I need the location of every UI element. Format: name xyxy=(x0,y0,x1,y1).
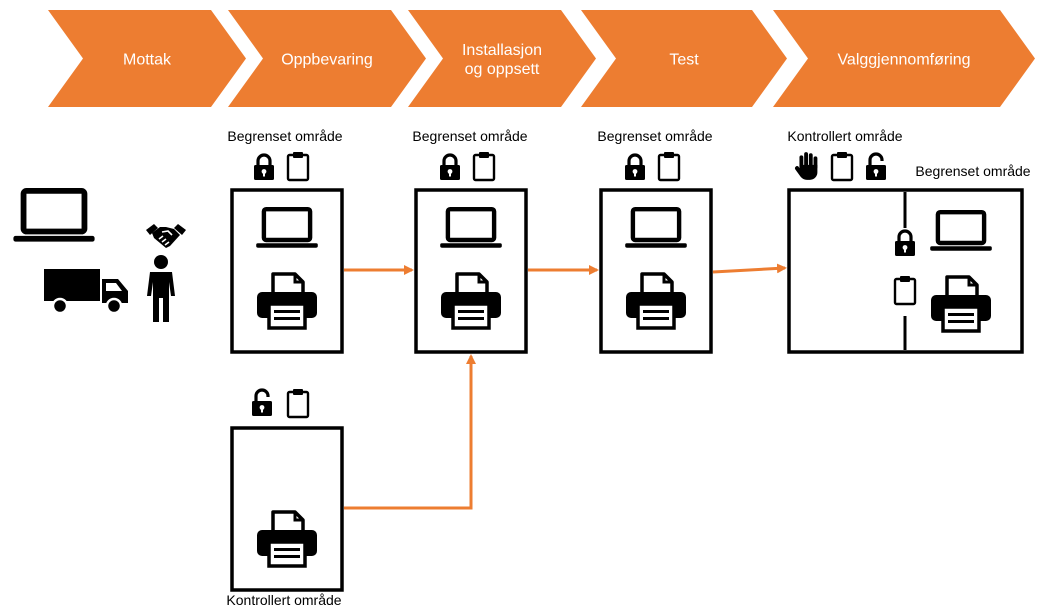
stage-label: Oppbevaring xyxy=(281,52,373,69)
lock-closed-icon xyxy=(252,153,276,182)
clipboard-icon xyxy=(286,387,310,419)
clipboard-icon xyxy=(830,150,854,182)
person-icon xyxy=(147,255,175,322)
lock-open-icon xyxy=(864,152,888,182)
area-label-install: Begrenset område xyxy=(412,128,527,144)
flow-arrow xyxy=(712,263,787,274)
flow-arrow xyxy=(344,354,476,510)
stage-chevron: Mottak xyxy=(48,10,246,107)
stage-label: Test xyxy=(669,52,699,69)
clipboard-icon xyxy=(657,150,681,182)
stage-label: og oppsett xyxy=(465,61,540,78)
area-label-storage: Begrenset område xyxy=(227,128,342,144)
stage-label: Valggjennomføring xyxy=(837,52,970,69)
hand-stop-icon xyxy=(794,152,818,180)
stage-chevron-shape xyxy=(773,10,1035,107)
lock-closed-icon xyxy=(623,153,647,182)
handshake-icon xyxy=(145,223,187,249)
lock-open-icon xyxy=(250,388,274,418)
stage-chevron-shape xyxy=(581,10,787,107)
process-stages: Mottak Oppbevaring Installasjon og oppsett T… xyxy=(48,10,1035,107)
lock-closed-icon xyxy=(438,153,462,182)
clipboard-icon xyxy=(893,274,917,306)
clipboard-icon xyxy=(286,150,310,182)
stage-chevron-shape xyxy=(228,10,426,107)
laptop-icon xyxy=(13,191,94,242)
area-label-election-restricted: Begrenset område xyxy=(915,163,1030,179)
stage-chevron: Installasjon og oppsett xyxy=(408,10,596,107)
area-label-printer-store: Kontrollert område xyxy=(226,592,341,608)
area-label-test: Begrenset område xyxy=(597,128,712,144)
stage-chevron-shape xyxy=(408,10,596,107)
stage-chevron: Valggjennomføring xyxy=(773,10,1035,107)
stage-label: Installasjon xyxy=(462,42,542,59)
stage-chevron: Oppbevaring xyxy=(228,10,426,107)
area-label-election-controlled: Kontrollert område xyxy=(787,128,902,144)
truck-icon xyxy=(42,267,130,315)
stage-chevron: Test xyxy=(581,10,787,107)
stage-label: Mottak xyxy=(123,52,172,69)
stage-chevron-shape xyxy=(48,10,246,107)
clipboard-icon xyxy=(472,150,496,182)
